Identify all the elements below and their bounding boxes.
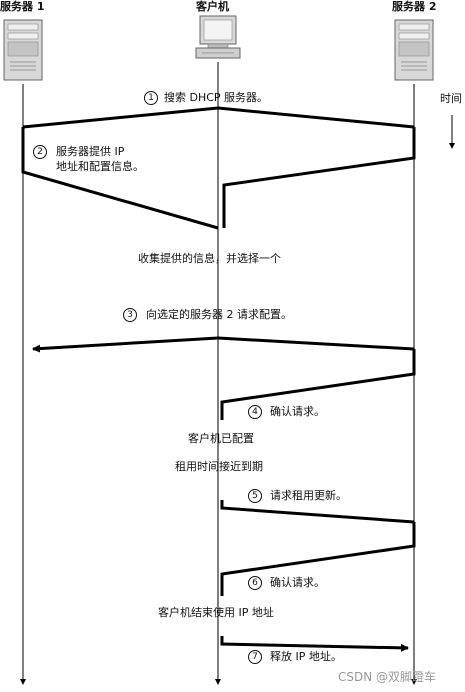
message-flows bbox=[21, 106, 416, 652]
renew-ack bbox=[220, 522, 416, 596]
step-1-label: 搜索 DHCP 服务器。 bbox=[164, 91, 269, 104]
client-header: 客户机 bbox=[196, 0, 229, 13]
server-2-icon bbox=[394, 19, 434, 81]
offer-from-server-2 bbox=[222, 127, 416, 228]
step-2-label-line-2: 地址和配置信息。 bbox=[56, 160, 144, 173]
collect-offers-note: 收集提供的信息，并选择一个 bbox=[138, 252, 281, 265]
step-6-label: 确认请求。 bbox=[270, 576, 325, 589]
step-5-label: 请求租用更新。 bbox=[270, 489, 347, 502]
client-computer-icon bbox=[195, 15, 241, 59]
step-2-label-line-1: 服务器提供 IP bbox=[56, 145, 125, 158]
step-7-number: 7 bbox=[248, 650, 262, 664]
discover-to-server-1 bbox=[22, 106, 219, 129]
step-6-number: 6 bbox=[248, 576, 262, 590]
request-to-server-1 bbox=[32, 336, 219, 353]
lease-near-expiry-note: 租用时间接近到期 bbox=[175, 460, 263, 473]
step-3-label: 向选定的服务器 2 请求配置。 bbox=[146, 308, 292, 321]
server-1-header: 服务器 1 bbox=[0, 0, 45, 13]
step-4-number: 4 bbox=[248, 405, 262, 419]
server-1-icon bbox=[3, 19, 43, 81]
renew-request bbox=[220, 500, 415, 524]
client-end-use-note: 客户机结束使用 IP 地址 bbox=[158, 606, 274, 619]
step-1-number: 1 bbox=[144, 91, 158, 105]
ack-from-server-2 bbox=[220, 349, 416, 420]
watermark: CSDN @双脚蹬车 bbox=[338, 670, 437, 684]
step-5-number: 5 bbox=[248, 489, 262, 503]
step-2-number: 2 bbox=[33, 145, 47, 159]
discover-to-server-2 bbox=[217, 106, 415, 129]
offer-from-server-1 bbox=[21, 127, 219, 230]
time-label: 时间 bbox=[440, 92, 462, 105]
request-to-server-2 bbox=[217, 336, 415, 351]
release-to-server-2 bbox=[220, 636, 409, 652]
client-configured-note: 客户机已配置 bbox=[188, 432, 254, 445]
lifelines bbox=[20, 62, 417, 685]
step-4-label: 确认请求。 bbox=[270, 405, 325, 418]
step-7-label: 释放 IP 地址。 bbox=[270, 650, 342, 663]
step-3-number: 3 bbox=[123, 308, 137, 322]
server-2-header: 服务器 2 bbox=[392, 0, 437, 13]
